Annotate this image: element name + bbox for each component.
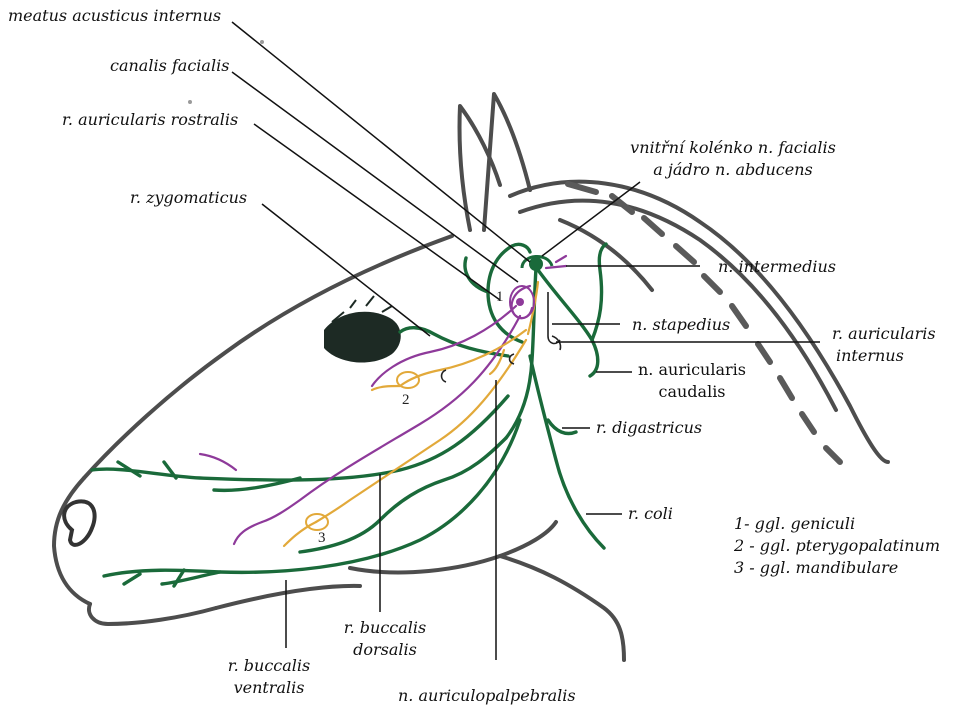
legend-item-2: 2 - ggl. pterygopalatinum — [734, 536, 940, 556]
stray-dot — [188, 100, 192, 104]
label-canalis-facialis: canalis facialis — [110, 56, 229, 76]
label-n-auricularis-caudalis-line1: n. auricularis — [632, 360, 752, 380]
facial-nerve-green — [92, 244, 606, 586]
legend-item-3: 3 - ggl. mandibulare — [734, 558, 898, 578]
label-n-stapedius: n. stapedius — [632, 315, 730, 335]
label-meatus-acusticus-internus: meatus acusticus internus — [8, 6, 221, 26]
legend-item-1: 1- ggl. geniculi — [734, 514, 855, 534]
ganglion-number-3: 3 — [318, 530, 326, 547]
label-r-buccalis-dorsalis-line2: dorsalis — [330, 640, 440, 660]
label-n-intermedius: n. intermedius — [718, 257, 836, 277]
eye-drawing — [324, 296, 401, 363]
label-r-auricularis-rostralis: r. auricularis rostralis — [62, 110, 238, 130]
label-r-zygomaticus: r. zygomaticus — [130, 188, 247, 208]
label-r-auricularis-internus-line2: internus — [836, 346, 904, 366]
label-r-buccalis-dorsalis-line1: r. buccalis — [330, 618, 440, 638]
label-r-buccalis-ventralis-line1: r. buccalis — [214, 656, 324, 676]
stray-dot — [260, 40, 264, 44]
label-n-auriculopalpebralis: n. auriculopalpebralis — [398, 686, 576, 706]
nostril-outline — [64, 501, 94, 545]
ggl-geniculi-dot — [516, 298, 524, 306]
label-genu-line2: a jádro n. abducens — [608, 160, 858, 180]
ganglion-number-2: 2 — [402, 392, 410, 409]
label-r-buccalis-ventralis-line2: ventralis — [214, 678, 324, 698]
label-r-digastricus: r. digastricus — [596, 418, 702, 438]
label-genu-line1: vnitřní kolénko n. facialis — [608, 138, 858, 158]
label-n-auricularis-caudalis-line2: caudalis — [632, 382, 752, 402]
label-r-auricularis-internus-line1: r. auricularis — [832, 324, 936, 344]
ganglion-number-1: 1 — [496, 289, 504, 306]
label-r-coli: r. coli — [628, 504, 673, 524]
